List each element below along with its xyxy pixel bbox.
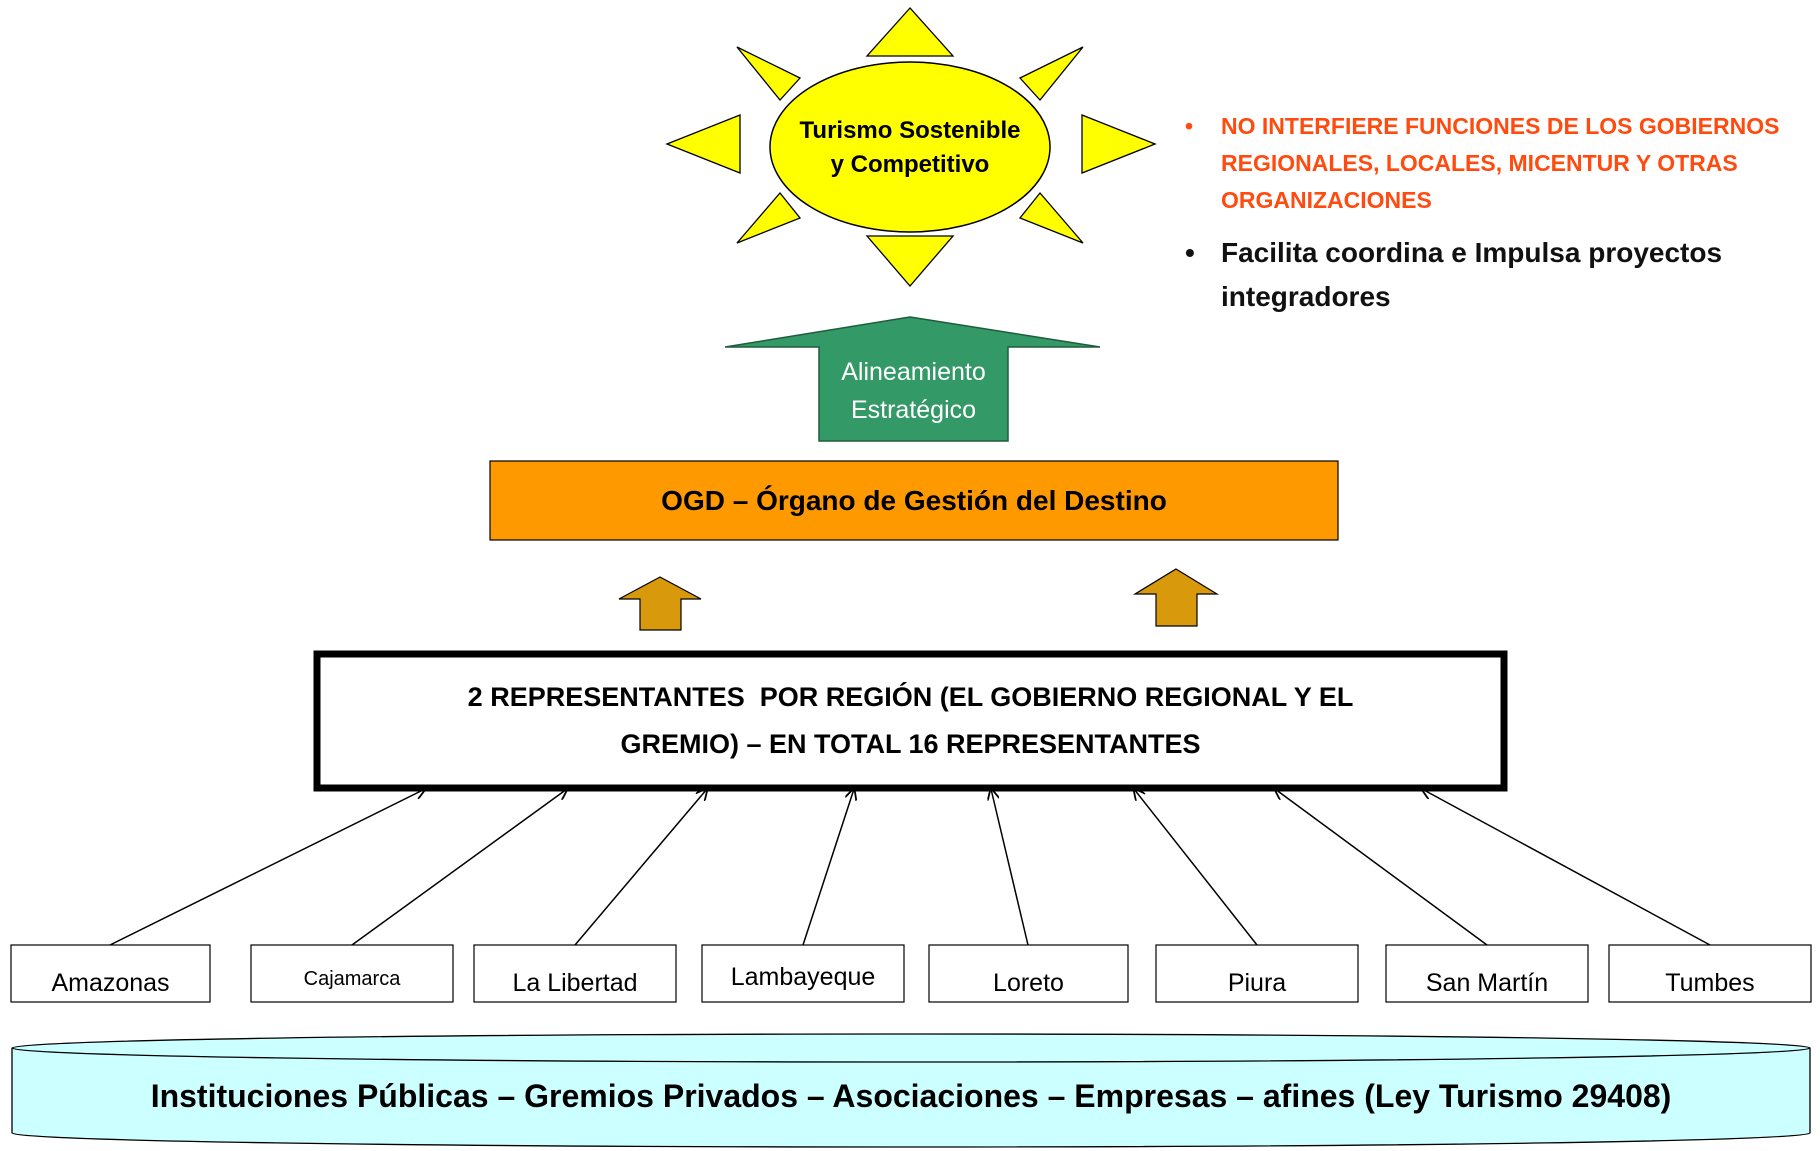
region-box-amazonas (10, 944, 211, 1003)
connector-cajamarca (351, 789, 567, 946)
sun-ray-top (865, 7, 955, 57)
small-up-arrow-left (618, 576, 702, 631)
region-box-loreto (928, 944, 1129, 1003)
sun-ray-top-left (736, 46, 802, 101)
region-loreto: Loreto (993, 968, 1064, 997)
connector-tumbes (1422, 789, 1711, 946)
alignment-label-line2: Estratégico (850, 396, 977, 424)
region-boxes (10, 944, 1812, 1003)
representatives-line1: 2 REPRESENTANTES POR REGIÓN (EL GOBIERNO… (467, 682, 1354, 712)
connector-la-libertad (574, 789, 707, 946)
ogd-label: OGD – Órgano de Gestión del Destino (661, 484, 1167, 516)
note-facilita: Facilita coordina e Impulsa proyectos in… (1185, 231, 1815, 319)
small-up-arrow-right (1132, 568, 1220, 627)
base-cylinder-top (11, 1033, 1811, 1063)
note-no-interfiere: NO INTERFIERE FUNCIONES DE LOS GOBIERNOS… (1185, 108, 1815, 219)
representatives-label: 2 REPRESENTANTES POR REGIÓN (EL GOBIERNO… (320, 657, 1501, 785)
sun-label-line2: y Competitivo (830, 151, 990, 178)
ogd-box (489, 460, 1339, 541)
representatives-box (313, 650, 1508, 792)
region-cajamarca: Cajamarca (303, 967, 401, 990)
alignment-label: Alineamiento Estratégico (819, 350, 1008, 432)
region-box-cajamarca (250, 944, 454, 1003)
connector-san-martin (1275, 789, 1488, 946)
connector-arrows (109, 789, 1711, 946)
region-box-piura (1155, 944, 1359, 1003)
notes-list: NO INTERFIERE FUNCIONES DE LOS GOBIERNOS… (1185, 108, 1815, 319)
representatives-line2: GREMIO) – EN TOTAL 16 REPRESENTANTES (620, 729, 1201, 759)
connector-amazonas (109, 789, 425, 946)
region-box-lambayeque (701, 944, 905, 1003)
region-box-tumbes (1608, 944, 1812, 1003)
region-amazonas: Amazonas (51, 968, 170, 997)
base-cylinder (11, 1048, 1811, 1148)
sun-label-line1: Turismo Sostenible (799, 117, 1021, 144)
region-lambayeque: Lambayeque (730, 962, 876, 991)
base-label: Instituciones Públicas – Gremios Privado… (150, 1077, 1672, 1114)
sun-ray-bottom-left (736, 191, 802, 244)
region-san-martin: San Martín (1425, 968, 1549, 997)
sun-ray-left (665, 114, 741, 174)
connector-piura (1134, 789, 1258, 946)
sun-label: Turismo Sostenible y Competitivo (770, 110, 1050, 186)
sun-ray-top-right (1018, 46, 1084, 101)
region-la-libertad: La Libertad (512, 968, 638, 997)
sun-ray-bottom (865, 235, 955, 287)
connector-loreto (991, 789, 1029, 946)
region-piura: Piura (1227, 968, 1287, 997)
alignment-arrow (724, 316, 1101, 442)
region-tumbes: Tumbes (1665, 968, 1755, 997)
alignment-label-line1: Alineamiento (841, 358, 986, 386)
sun-ray-bottom-right (1018, 191, 1084, 244)
connector-lambayeque (802, 789, 854, 946)
region-box-la-libertad (473, 944, 677, 1003)
sun-rays (665, 7, 1157, 287)
sun-ray-right (1081, 114, 1157, 174)
sun-ellipse (769, 61, 1051, 233)
region-box-san-martin (1385, 944, 1589, 1003)
